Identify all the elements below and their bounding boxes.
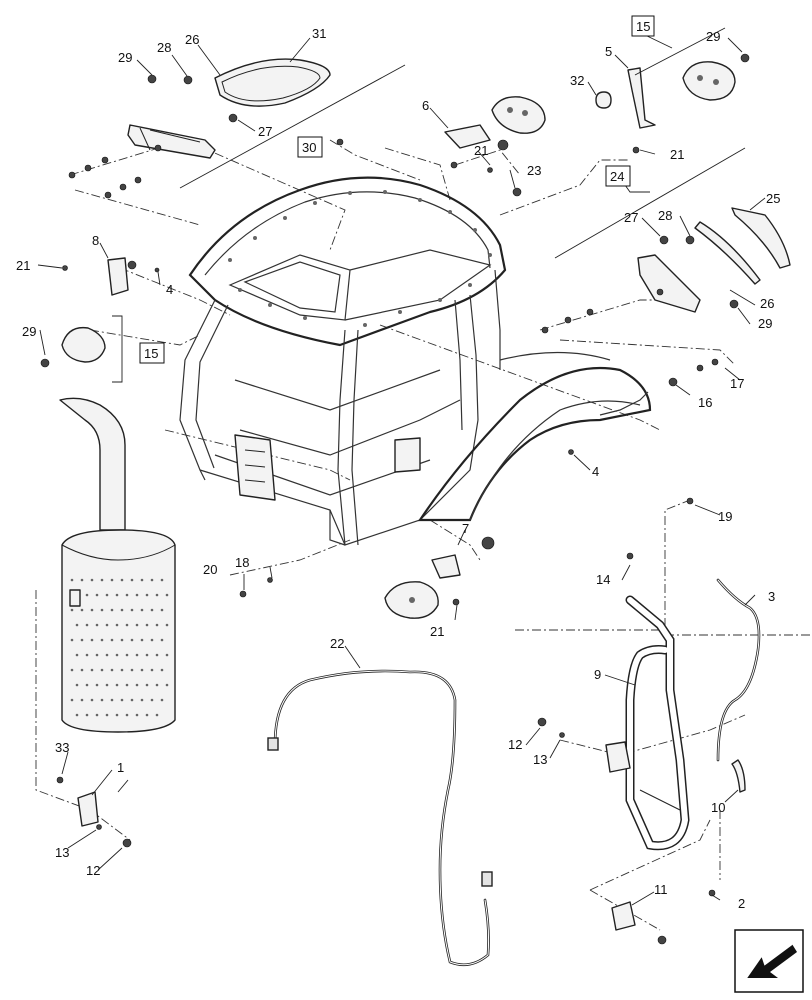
callout-13: 13	[533, 752, 547, 767]
muffler	[59, 397, 176, 733]
lamp-assembly-30	[68, 58, 331, 199]
callout-26: 26	[185, 32, 199, 47]
muffler-perforation	[70, 578, 169, 717]
callout-22: 22	[330, 636, 344, 651]
callout-28: 28	[658, 208, 672, 223]
callout-33: 33	[55, 740, 69, 755]
callout-12: 12	[508, 737, 522, 752]
callout-7: 7	[462, 521, 469, 536]
callout-3: 3	[768, 589, 775, 604]
callout-10: 10	[711, 800, 725, 815]
callout-4: 4	[166, 282, 173, 297]
callout-29: 29	[22, 324, 36, 339]
assembly-lines	[35, 139, 810, 931]
callout-9: 9	[594, 667, 601, 682]
lamp-assembly-5	[595, 53, 750, 154]
lamp-assembly-7	[384, 536, 495, 619]
cab-frame	[179, 176, 652, 546]
callout-21: 21	[430, 624, 444, 639]
lamp-assembly-24	[541, 207, 791, 334]
lamp-assembly-8	[40, 257, 160, 368]
callout-21: 21	[670, 147, 684, 162]
callout-29: 29	[706, 29, 720, 44]
page-arrow-icon[interactable]	[734, 929, 804, 993]
callout-5: 5	[605, 44, 612, 59]
bracket-1	[56, 776, 132, 848]
handrail-9	[537, 497, 694, 851]
callout-27: 27	[624, 210, 638, 225]
callout-32: 32	[570, 73, 584, 88]
callout-17: 17	[730, 376, 744, 391]
callout-21: 21	[474, 143, 488, 158]
misc-hardware	[239, 138, 719, 598]
callout-13: 13	[55, 845, 69, 860]
callout-20: 20	[203, 562, 217, 577]
kit-brackets	[179, 27, 746, 259]
callout-27: 27	[258, 124, 272, 139]
callout-12: 12	[86, 863, 100, 878]
kit-box-15-top	[631, 15, 655, 37]
kit-box-30	[297, 136, 323, 158]
callout-29: 29	[758, 316, 772, 331]
callout-16: 16	[698, 395, 712, 410]
callout-18: 18	[235, 555, 249, 570]
callout-1: 1	[117, 760, 124, 775]
lamp-assembly-6	[444, 96, 546, 197]
callout-31: 31	[312, 26, 326, 41]
callout-4: 4	[592, 464, 599, 479]
kit-box-24	[605, 165, 631, 187]
callout-24: 24	[610, 169, 624, 184]
wire-harness-22	[267, 669, 493, 967]
callout-14: 14	[596, 572, 610, 587]
callout-15: 15	[144, 346, 158, 361]
callout-15: 15	[636, 19, 650, 34]
callout-21: 21	[16, 258, 30, 273]
callout-8: 8	[92, 233, 99, 248]
callout-11: 11	[654, 882, 668, 897]
clip-11	[611, 889, 716, 945]
callout-29: 29	[118, 50, 132, 65]
callout-26: 26	[760, 296, 774, 311]
callout-28: 28	[157, 40, 171, 55]
callout-25: 25	[766, 191, 780, 206]
callout-23: 23	[527, 163, 541, 178]
callout-2: 2	[738, 896, 745, 911]
callout-19: 19	[718, 509, 732, 524]
leader-lines	[37, 34, 766, 906]
callout-6: 6	[422, 98, 429, 113]
callout-labels: 29 28 26 31 27 30 15 5 29 32 6 21 21 23 …	[16, 15, 780, 911]
callout-30: 30	[302, 140, 316, 155]
kit-box-15-left	[139, 342, 165, 364]
hose-3	[716, 578, 761, 793]
